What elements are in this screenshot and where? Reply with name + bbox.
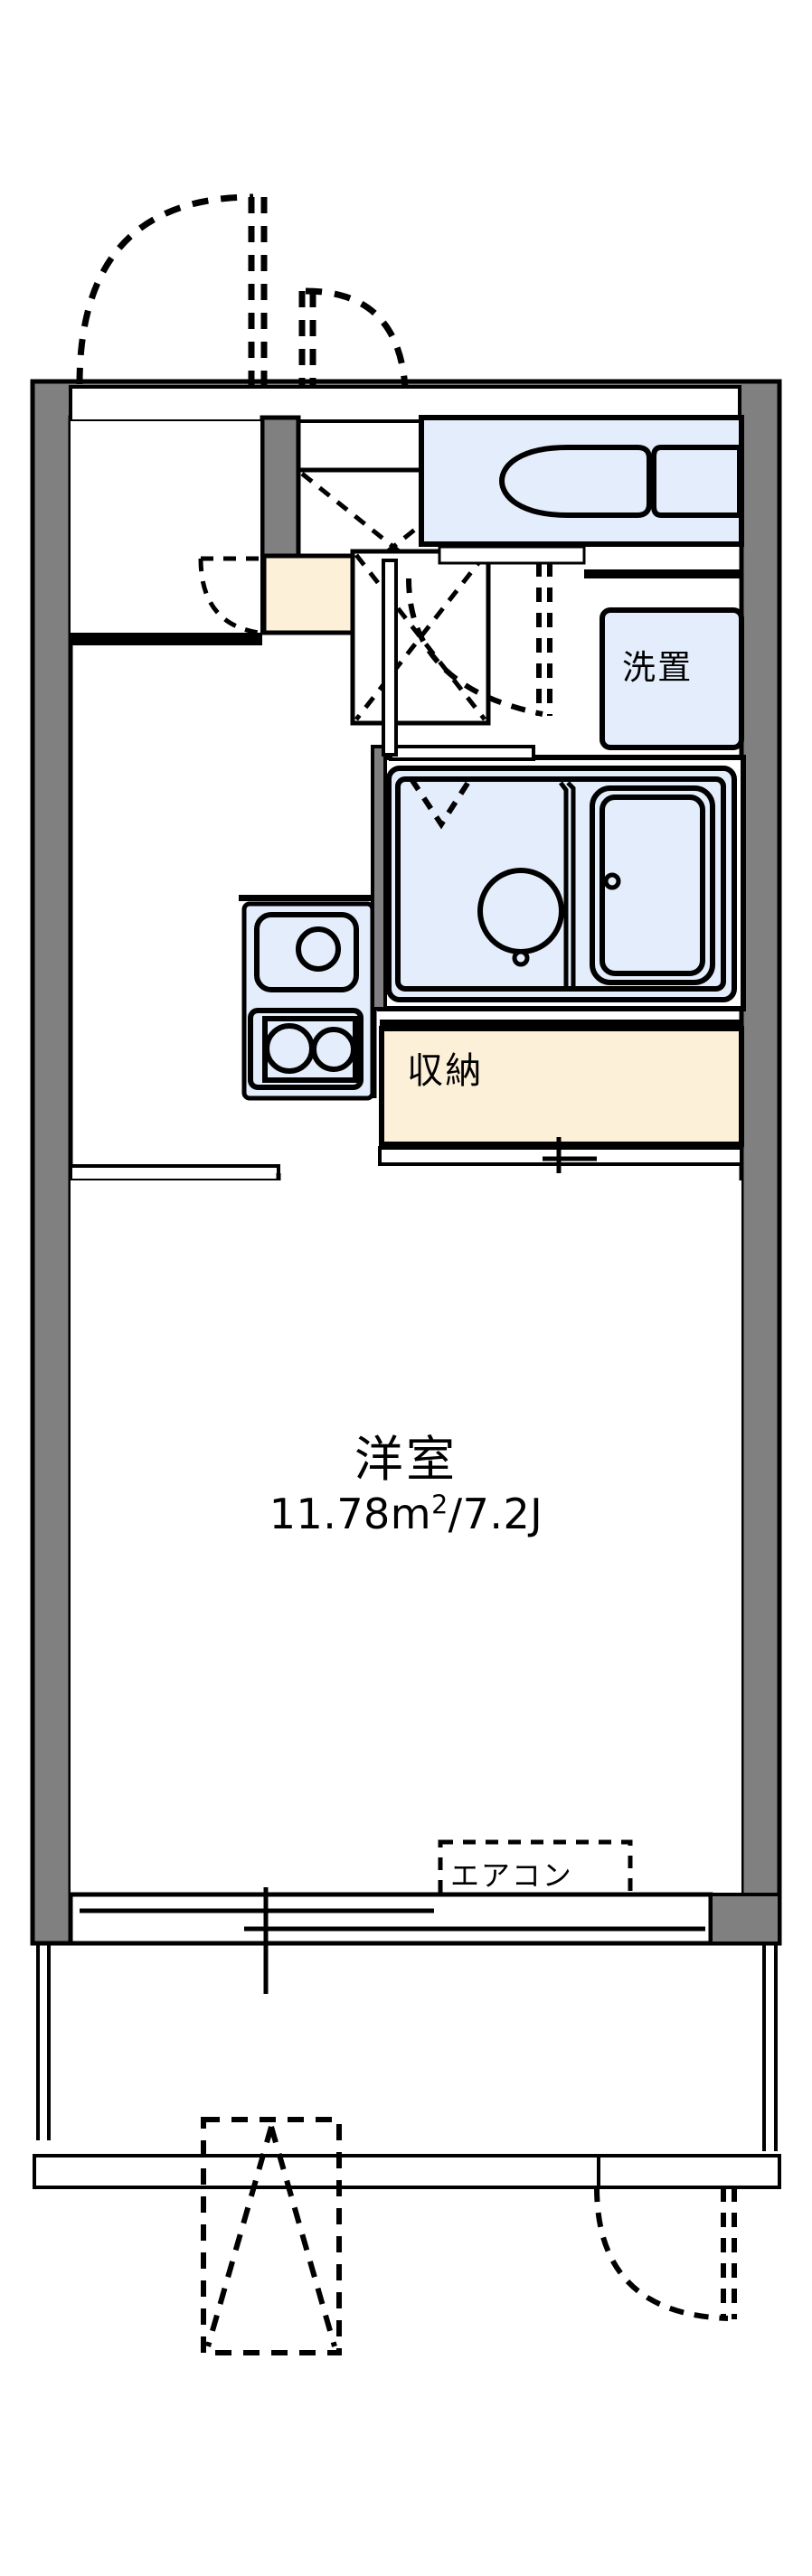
toilet-door[interactable]	[298, 287, 409, 388]
western-room	[71, 1180, 741, 1894]
closet-door[interactable]	[543, 1137, 597, 1173]
air-conditioner-label: エアコン	[450, 1858, 573, 1893]
toilet-icon	[498, 445, 742, 518]
storage-label: 収納	[407, 1050, 484, 1092]
balcony-sash[interactable]	[68, 1887, 713, 1994]
bathtub-icon	[590, 785, 715, 985]
closet-area	[378, 1020, 744, 1173]
room-area-label: 11.78m2/7.2J	[0, 1490, 812, 1538]
room-name-label: 洋室	[354, 1431, 458, 1488]
toilet-room	[419, 415, 744, 565]
washer-label: 洗置	[622, 648, 694, 687]
shoe-box-door[interactable]	[198, 556, 260, 635]
kitchen-counter	[239, 895, 377, 1101]
kitchen-sink-icon	[254, 912, 359, 992]
kitchen-partition-wall	[371, 745, 387, 1011]
room-area-tail: /7.2J	[448, 1490, 543, 1538]
escape-hatch-icon	[201, 2117, 342, 2355]
entrance-area	[69, 385, 741, 726]
balcony-area	[33, 1943, 781, 2355]
room-area-superscript: 2	[431, 1490, 448, 1520]
round-sink-icon	[477, 868, 564, 967]
washer-space	[584, 569, 744, 750]
entrance-door[interactable]	[76, 193, 268, 387]
stove-icon	[248, 1008, 364, 1090]
room-area-value: 11.78m	[269, 1490, 432, 1538]
corridor-door[interactable]	[406, 562, 552, 717]
shoe-box	[261, 553, 355, 635]
corridor-wall	[382, 559, 398, 757]
balcony-partition-door[interactable]	[594, 2186, 737, 2321]
unit-bath	[377, 745, 746, 1011]
unit-bath-door[interactable]	[409, 777, 473, 830]
